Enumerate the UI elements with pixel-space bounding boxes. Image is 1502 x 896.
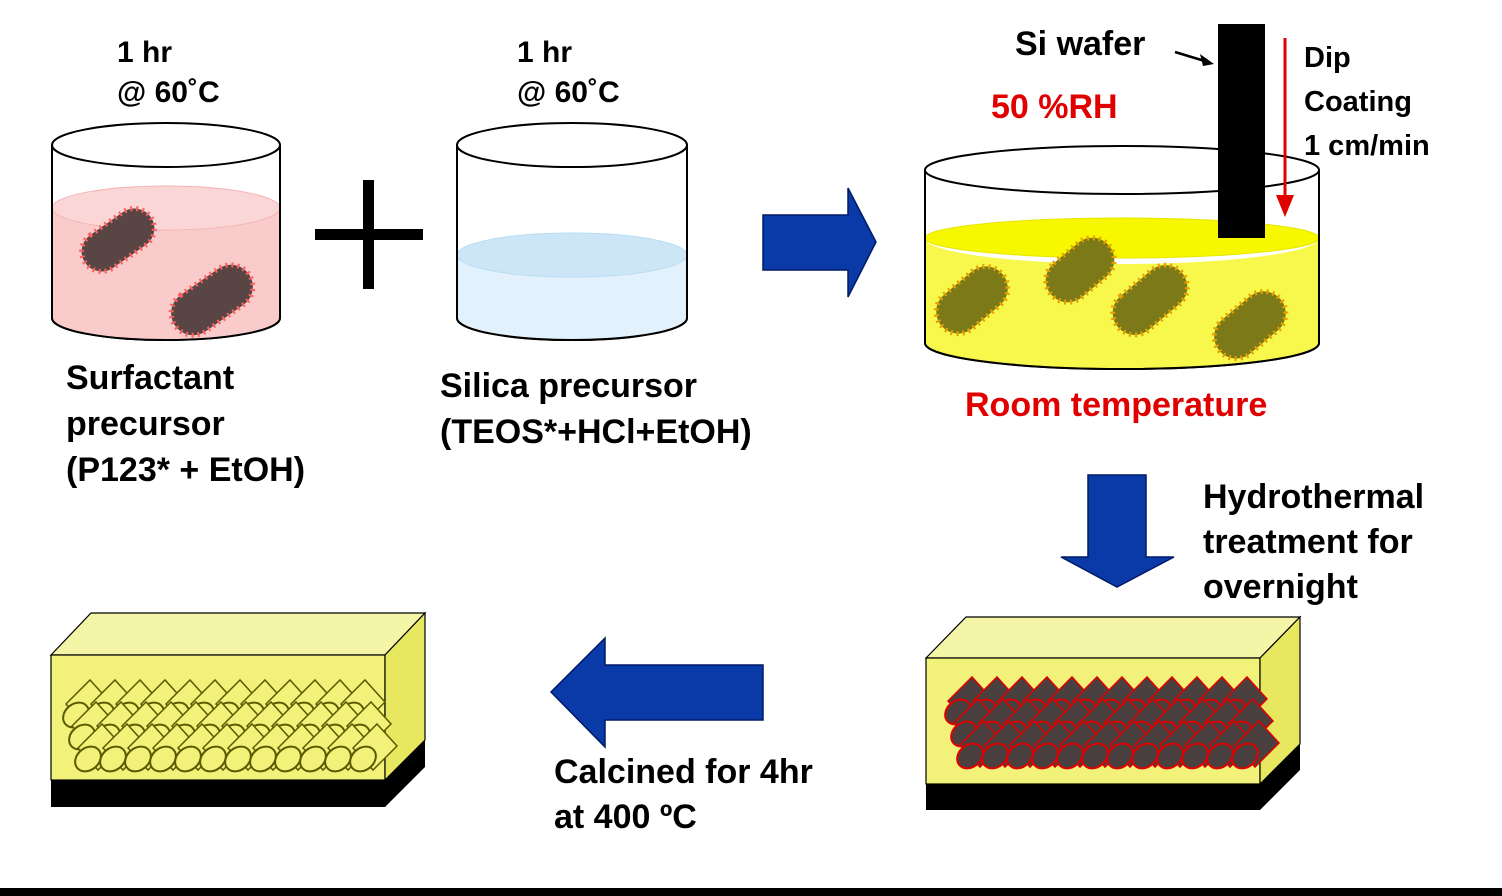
surfactant-beaker bbox=[51, 122, 281, 341]
calcined-film bbox=[49, 611, 427, 807]
micelle bbox=[1110, 262, 1190, 338]
pore-tube-end bbox=[349, 745, 377, 773]
micelle-tube-end bbox=[1081, 742, 1109, 770]
calcined-label-line: Calcined for 4hr bbox=[554, 753, 813, 791]
silica-label-line: (TEOS*+HCl+EtOH) bbox=[440, 413, 752, 451]
arrow-right-icon bbox=[762, 187, 877, 298]
micelle bbox=[1043, 235, 1117, 305]
hydrothermal-label-line: Hydrothermal bbox=[1203, 478, 1425, 516]
dip-coating-label: Dip Coating 1 cm/min bbox=[1304, 36, 1430, 168]
surfactant-label-line: (P123* + EtOH) bbox=[66, 451, 306, 489]
dip-coating-label-line: 1 cm/min bbox=[1304, 130, 1430, 162]
micelle-tube-end bbox=[1131, 742, 1159, 770]
micelle-tube-end bbox=[956, 742, 984, 770]
bottom-border bbox=[0, 888, 1502, 896]
plus-icon bbox=[315, 180, 423, 289]
step2-temp: @ 60˚C bbox=[517, 76, 620, 109]
dip-direction-arrow-icon bbox=[1276, 38, 1294, 217]
pore-tube-end bbox=[249, 745, 277, 773]
micelle-tube-end bbox=[1106, 742, 1134, 770]
micelle-tube-end bbox=[981, 742, 1009, 770]
micelle bbox=[79, 206, 157, 274]
pore-tube-end bbox=[274, 745, 302, 773]
micelle-tube-end bbox=[1006, 742, 1034, 770]
room-temperature-label: Room temperature bbox=[965, 386, 1268, 424]
pore-tube-end bbox=[299, 745, 327, 773]
silica-label: Silica precursor (TEOS*+HCl+EtOH) bbox=[440, 363, 752, 455]
pore-tube-end bbox=[124, 745, 152, 773]
wafer-pointer-icon bbox=[1174, 50, 1214, 66]
pore-tube-end bbox=[99, 745, 127, 773]
hydrothermal-film bbox=[924, 615, 1302, 810]
micelle-tube-end bbox=[1231, 742, 1259, 770]
step1-time: 1 hr bbox=[117, 36, 173, 69]
micelle-tube-end bbox=[1056, 742, 1084, 770]
humidity-label: 50 %RH bbox=[991, 88, 1118, 126]
dip-coating-label-line: Dip bbox=[1304, 42, 1351, 74]
micelle-tube-end bbox=[1181, 742, 1209, 770]
si-wafer bbox=[1218, 24, 1265, 238]
hydrothermal-label: Hydrothermal treatment for overnight bbox=[1203, 475, 1424, 610]
micelle bbox=[168, 262, 256, 338]
micelle-tube-end bbox=[1156, 742, 1184, 770]
pore-tube-end bbox=[174, 745, 202, 773]
pore-tube-end bbox=[324, 745, 352, 773]
pore-tube-end bbox=[74, 745, 102, 773]
micelle-tube-end bbox=[1031, 742, 1059, 770]
pore-tube-end bbox=[149, 745, 177, 773]
pore-tube-end bbox=[199, 745, 227, 773]
silica-label-line: Silica precursor bbox=[440, 367, 698, 405]
surfactant-label: Surfactant precursor (P123* + EtOH) bbox=[66, 355, 305, 493]
si-wafer-label: Si wafer bbox=[1015, 25, 1146, 63]
arrow-down-icon bbox=[1060, 474, 1175, 588]
hydrothermal-label-line: overnight bbox=[1203, 568, 1358, 606]
calcined-label-line: at 400 ºC bbox=[554, 798, 697, 836]
silica-beaker bbox=[456, 122, 688, 341]
hydrothermal-label-line: treatment for bbox=[1203, 523, 1413, 561]
pore-tube-end bbox=[224, 745, 252, 773]
dip-coating-label-line: Coating bbox=[1304, 86, 1412, 118]
micelle-tube-end bbox=[1206, 742, 1234, 770]
step2-time: 1 hr bbox=[517, 36, 573, 69]
surfactant-label-line: Surfactant bbox=[66, 359, 235, 397]
arrow-left-icon bbox=[549, 636, 764, 749]
surfactant-label-line: precursor bbox=[66, 405, 225, 443]
step1-temp: @ 60˚C bbox=[117, 76, 220, 109]
calcined-label: Calcined for 4hr at 400 ºC bbox=[554, 750, 813, 840]
